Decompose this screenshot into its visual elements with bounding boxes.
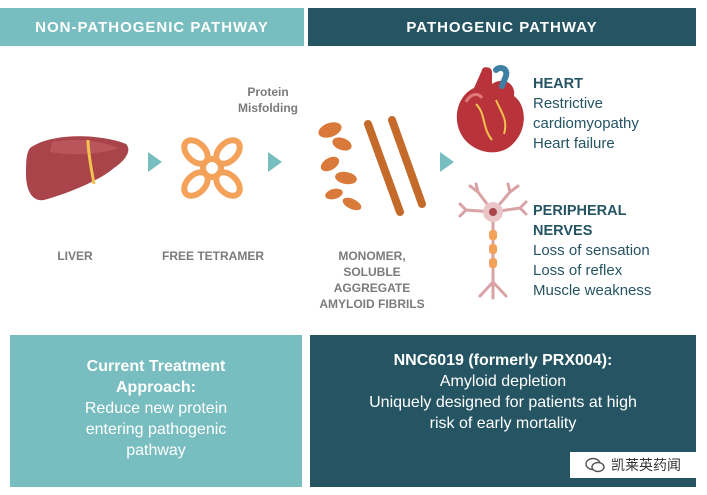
- fibrils-label: MONOMER, SOLUBLE AGGREGATE AMYLOID FIBRI…: [308, 248, 436, 312]
- watermark: 凯莱英药闻: [570, 452, 696, 478]
- misfolding-line-1: Protein: [247, 85, 289, 99]
- nnc6019-line-2: Uniquely designed for patients at high: [369, 394, 637, 411]
- non-pathogenic-pathway-header: NON-PATHOGENIC PATHWAY: [0, 8, 304, 46]
- heart-line-2: cardiomyopathy: [533, 115, 639, 132]
- pathogenic-pathway-header: PATHOGENIC PATHWAY: [308, 8, 696, 46]
- heart-description: HEART Restrictive cardiomyopathy Heart f…: [533, 74, 701, 154]
- amyloid-fibrils-icon: [318, 116, 426, 216]
- liver-icon: [26, 136, 129, 201]
- current-treatment-title-2: Approach:: [116, 379, 196, 396]
- nerves-line-1: Loss of sensation: [533, 242, 650, 259]
- arrow-right-icon: [148, 152, 162, 172]
- non-pathogenic-header-label: NON-PATHOGENIC PATHWAY: [35, 18, 269, 36]
- wechat-icon: [585, 457, 605, 473]
- free-tetramer-label: FREE TETRAMER: [162, 249, 264, 263]
- liver-label: LIVER: [57, 249, 93, 263]
- nerves-description: PERIPHERAL NERVES Loss of sensation Loss…: [533, 201, 701, 301]
- neuron-icon: [458, 182, 528, 300]
- tetramer-icon: [181, 137, 243, 199]
- heart-line-1: Restrictive: [533, 95, 604, 112]
- arrow-right-icon: [440, 152, 454, 172]
- arrow-right-icon: [268, 152, 282, 172]
- nerves-title-line-2: NERVES: [533, 223, 593, 239]
- fibrils-line-2: SOLUBLE: [343, 265, 401, 279]
- fibrils-line-4: AMYLOID FIBRILS: [319, 297, 425, 311]
- nerves-line-2: Loss of reflex: [533, 262, 623, 279]
- nnc6019-title: NNC6019 (formerly PRX004):: [393, 352, 613, 369]
- protein-misfolding-label: Protein Misfolding: [228, 84, 308, 116]
- misfolding-line-2: Misfolding: [238, 101, 298, 115]
- nnc6019-box: NNC6019 (formerly PRX004): Amyloid deple…: [310, 335, 696, 487]
- current-treatment-line-3: pathway: [126, 442, 186, 459]
- nnc6019-line-3: risk of early mortality: [429, 415, 577, 432]
- heart-title: HEART: [533, 76, 583, 92]
- watermark-text: 凯莱英药闻: [611, 457, 681, 473]
- fibrils-line-1: MONOMER,: [338, 249, 406, 263]
- nnc6019-line-1: Amyloid depletion: [439, 373, 567, 390]
- pathogenic-header-label: PATHOGENIC PATHWAY: [406, 18, 598, 36]
- nerves-line-3: Muscle weakness: [533, 282, 652, 299]
- current-treatment-line-1: Reduce new protein: [84, 400, 228, 417]
- nerves-title-line-1: PERIPHERAL: [533, 203, 627, 219]
- current-treatment-title-1: Current Treatment: [86, 358, 226, 375]
- current-treatment-box: Current Treatment Approach: Reduce new p…: [10, 335, 302, 487]
- heart-line-3: Heart failure: [533, 135, 615, 152]
- heart-icon: [456, 65, 524, 153]
- current-treatment-line-2: entering pathogenic: [85, 421, 227, 438]
- fibrils-line-3: AGGREGATE: [333, 281, 411, 295]
